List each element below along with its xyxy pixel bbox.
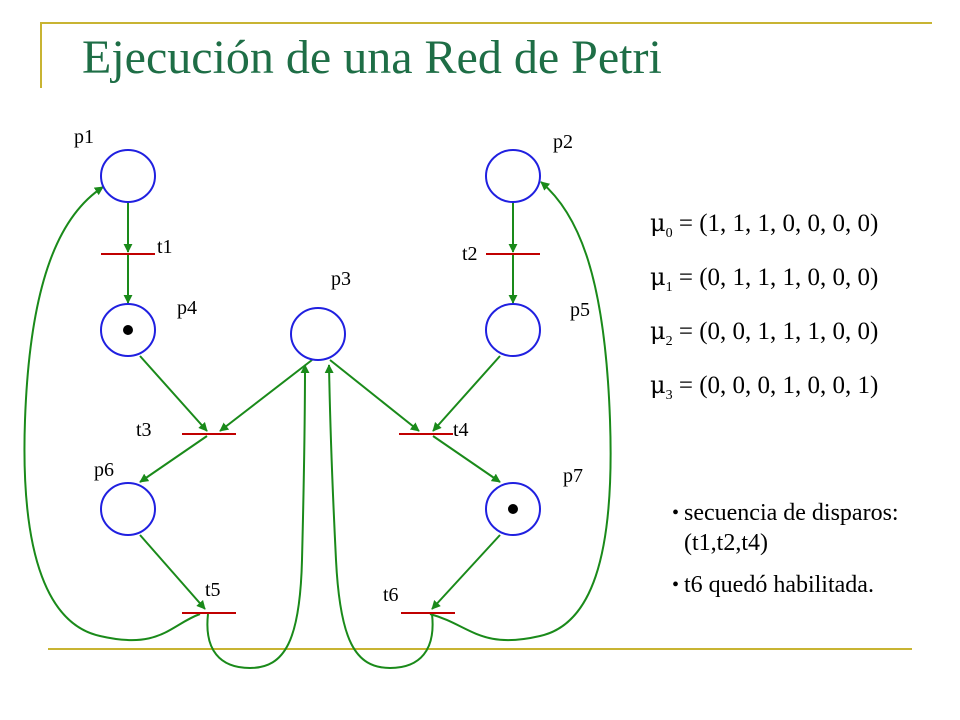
arc-p6-t5 [139,534,206,610]
arc-p3-t4 [329,359,420,432]
places [100,149,541,536]
label-p1: p1 [74,126,94,148]
label-t2: t2 [462,243,478,265]
place-p6 [100,482,156,536]
marking-0: μ0 = (1, 1, 1, 0, 0, 0, 0) [650,203,878,257]
frame-left-line [40,22,42,88]
label-t1: t1 [157,236,173,258]
marking-vector: = (0, 1, 1, 1, 0, 0, 0) [678,264,879,291]
label-t3: t3 [136,419,152,441]
label-t5: t5 [205,579,221,601]
arc-t4-p7 [432,435,501,483]
marking-vector: = (0, 0, 1, 1, 1, 0, 0) [678,318,879,345]
note-text: secuencia de disparos: (t1,t2,t4) [684,500,899,556]
bullet-icon: • [672,502,680,524]
place-p3 [290,307,346,361]
place-p1 [100,149,156,203]
label-p3: p3 [331,268,351,290]
token-p7 [508,504,518,514]
notes-list: •secuencia de disparos: (t1,t2,t4) •t6 q… [672,498,942,612]
arc-p3-t3 [219,359,313,432]
marking-symbol: μ [650,263,666,291]
marking-index: 0 [665,226,673,241]
frame-top-line [40,22,932,24]
arc-t6-p3 [324,364,434,670]
arc-p5-t4 [432,355,501,432]
transitions [101,253,540,614]
token-p4 [123,325,133,335]
arc-p4-t3 [139,355,208,432]
marking-index: 3 [665,388,673,403]
arc-t3-p6 [139,435,208,483]
arc-t6-p2 [429,181,612,642]
arc-t5-p3 [206,364,310,670]
marking-list: μ0 = (1, 1, 1, 0, 0, 0, 0) μ1 = (0, 1, 1… [650,203,878,419]
marking-2: μ2 = (0, 0, 1, 1, 1, 0, 0) [650,311,878,365]
bullet-icon: • [672,574,680,596]
marking-index: 2 [665,334,673,349]
arc-t5-p1 [23,186,201,642]
marking-symbol: μ [650,317,666,345]
marking-index: 1 [665,280,673,295]
marking-symbol: μ [650,209,666,237]
arc-p7-t6 [431,534,501,610]
marking-3: μ3 = (0, 0, 0, 1, 0, 0, 1) [650,365,878,419]
marking-1: μ1 = (0, 1, 1, 1, 0, 0, 0) [650,257,878,311]
label-t6: t6 [383,584,399,606]
label-t4: t4 [453,419,469,441]
arcs [23,181,612,670]
label-p4: p4 [177,297,197,319]
place-p2 [485,149,541,203]
frame-bottom-line [48,648,912,650]
label-p5: p5 [570,299,590,321]
tokens [123,325,518,514]
label-p6: p6 [94,459,114,481]
marking-symbol: μ [650,371,666,399]
place-p5 [485,303,541,357]
marking-vector: = (0, 0, 0, 1, 0, 0, 1) [678,372,879,399]
note-text: t6 quedó habilitada. [684,572,874,598]
note-t6-enabled: •t6 quedó habilitada. [672,570,942,600]
label-p7: p7 [563,465,583,487]
note-firing-sequence: •secuencia de disparos: (t1,t2,t4) [672,498,942,558]
marking-vector: = (1, 1, 1, 0, 0, 0, 0) [678,210,879,237]
label-p2: p2 [553,131,573,153]
slide-title: Ejecución de una Red de Petri [82,31,662,84]
